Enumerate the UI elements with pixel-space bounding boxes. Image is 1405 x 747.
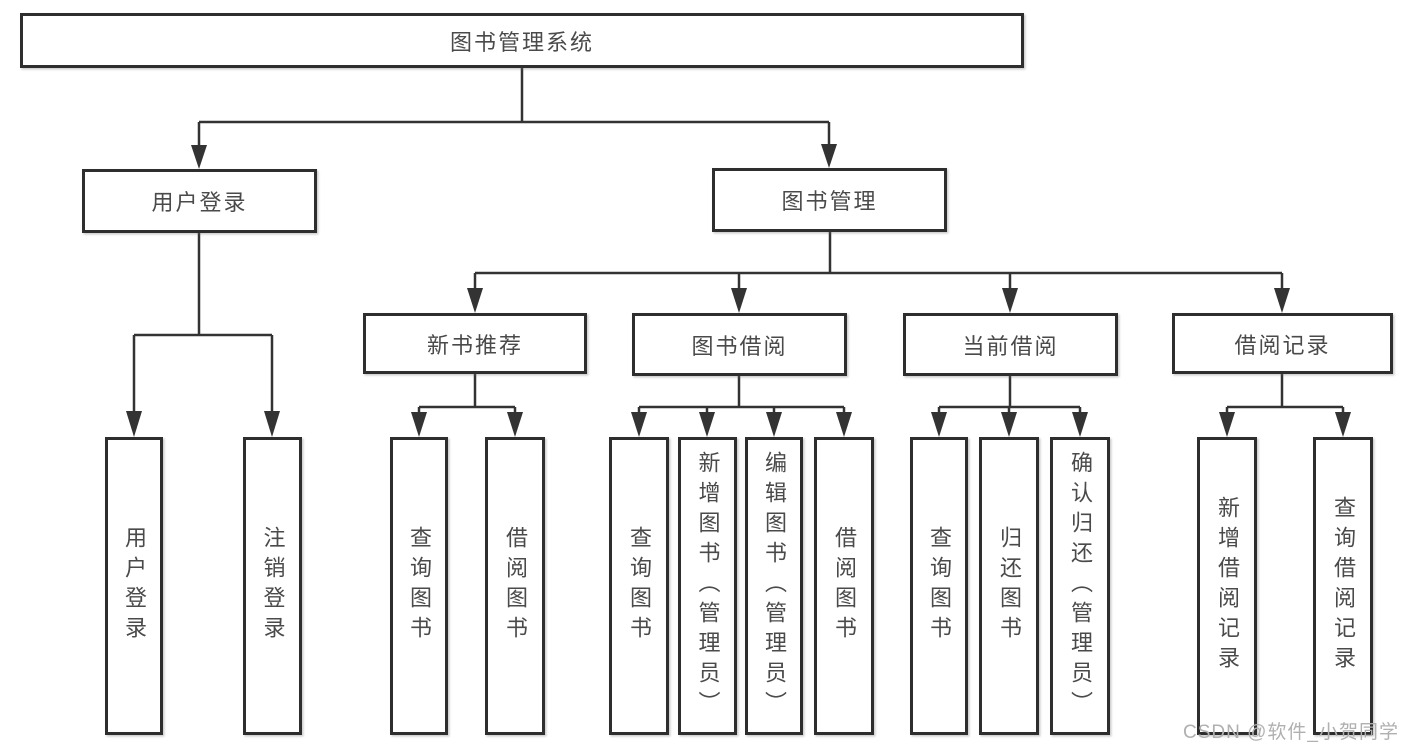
node-book-borrow-label: 图书借阅 xyxy=(691,333,788,359)
leaf-confirm-return-admin: 确认归还（管理员） xyxy=(1050,437,1110,735)
node-user-login: 用户登录 xyxy=(82,169,317,233)
node-current-borrow-label: 当前借阅 xyxy=(962,333,1059,359)
leaf-confirm-return-admin-label: 确认归还（管理员） xyxy=(1068,451,1093,721)
node-book-management-label: 图书管理 xyxy=(781,189,878,214)
node-root-label: 图书管理系统 xyxy=(449,29,594,55)
node-book-borrow: 图书借阅 xyxy=(632,313,847,376)
leaf-query-books-current-label: 查询图书 xyxy=(927,526,952,646)
leaf-user-login: 用户登录 xyxy=(105,437,163,735)
connector-user-login-children xyxy=(126,233,280,437)
leaf-query-books-borrow: 查询图书 xyxy=(609,437,669,735)
node-current-borrow: 当前借阅 xyxy=(903,313,1118,376)
leaf-return-books-label: 归还图书 xyxy=(997,526,1022,646)
leaf-borrow-books-recommend-label: 借阅图书 xyxy=(503,526,528,646)
leaf-query-books-recommend: 查询图书 xyxy=(390,437,448,735)
node-book-management: 图书管理 xyxy=(712,168,947,232)
leaf-add-book-admin: 新增图书（管理员） xyxy=(678,437,737,735)
leaf-user-login-label: 用户登录 xyxy=(122,526,147,646)
connector-book-management-children xyxy=(467,232,1290,313)
node-user-login-label: 用户登录 xyxy=(151,190,248,215)
leaf-return-books: 归还图书 xyxy=(979,437,1039,735)
connector-root-to-level2 xyxy=(191,68,837,169)
leaf-logout-label: 注销登录 xyxy=(260,526,286,646)
connector-borrow-records-children xyxy=(1219,374,1351,437)
leaf-borrow-books-label: 借阅图书 xyxy=(832,526,857,646)
leaf-edit-book-admin: 编辑图书（管理员） xyxy=(745,437,803,735)
leaf-query-books-borrow-label: 查询图书 xyxy=(627,526,652,646)
leaf-add-book-admin-label: 新增图书（管理员） xyxy=(695,451,721,721)
leaf-add-borrow-record: 新增借阅记录 xyxy=(1197,437,1257,735)
node-borrow-records: 借阅记录 xyxy=(1172,313,1393,374)
leaf-query-borrow-record: 查询借阅记录 xyxy=(1313,437,1373,735)
connector-book-borrow-children xyxy=(631,376,852,437)
node-new-book-recommend-label: 新书推荐 xyxy=(426,332,523,358)
leaf-logout: 注销登录 xyxy=(243,437,302,735)
leaf-add-borrow-record-label: 新增借阅记录 xyxy=(1215,496,1240,676)
node-new-book-recommend: 新书推荐 xyxy=(363,313,587,374)
leaf-borrow-books: 借阅图书 xyxy=(814,437,874,735)
connector-new-book-recommend-children xyxy=(411,374,523,437)
node-borrow-records-label: 借阅记录 xyxy=(1234,332,1331,358)
leaf-query-books-recommend-label: 查询图书 xyxy=(407,526,432,646)
leaf-borrow-books-recommend: 借阅图书 xyxy=(485,437,545,735)
leaf-edit-book-admin-label: 编辑图书（管理员） xyxy=(762,451,787,721)
node-root: 图书管理系统 xyxy=(20,13,1024,68)
connector-current-borrow-children xyxy=(931,376,1088,437)
watermark: CSDN @软件_小贺同学 xyxy=(1183,722,1399,743)
leaf-query-borrow-record-label: 查询借阅记录 xyxy=(1331,496,1356,676)
leaf-query-books-current: 查询图书 xyxy=(910,437,968,735)
